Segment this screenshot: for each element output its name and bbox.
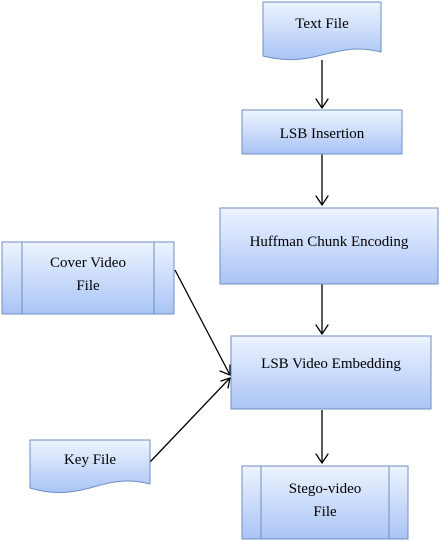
- arrow-cover-video-to-lsb-embedding: [174, 269, 231, 376]
- node-stego-video: Stego-video File: [241, 465, 409, 540]
- node-cover-video-label-line1: Cover Video: [50, 255, 126, 271]
- document-shape: [29, 439, 151, 493]
- node-cover-video: Cover Video File: [1, 241, 175, 315]
- node-key-file: Key File: [29, 439, 151, 493]
- arrow-key-file-to-lsb-embedding: [149, 377, 231, 463]
- process-box: [230, 335, 432, 410]
- process-box: [241, 109, 403, 155]
- node-huffman-label: Huffman Chunk Encoding: [250, 234, 409, 250]
- node-lsb-insertion-label: LSB Insertion: [280, 126, 365, 142]
- node-lsb-embedding-label: LSB Video Embedding: [261, 356, 401, 372]
- node-key-file-label: Key File: [64, 452, 116, 468]
- arrow-lsb-embedding-to-stego-video: [315, 410, 329, 464]
- process-box: [219, 207, 439, 285]
- node-cover-video-label-line2: File: [76, 278, 100, 294]
- arrows: [149, 60, 329, 464]
- node-text-file: Text File: [262, 1, 382, 61]
- node-text-file-label: Text File: [295, 16, 349, 32]
- arrow-lsb-insertion-to-huffman: [315, 154, 329, 206]
- node-lsb-insertion: LSB Insertion: [241, 109, 403, 155]
- node-stego-video-label-line2: File: [313, 504, 337, 520]
- node-stego-video-label-line1: Stego-video: [289, 481, 362, 497]
- node-lsb-embedding: LSB Video Embedding: [230, 335, 432, 410]
- predefined-process-box: [1, 241, 175, 315]
- predefined-process-box: [241, 465, 409, 540]
- arrow-text-file-to-lsb-insertion: [315, 60, 329, 109]
- arrow-huffman-to-lsb-embedding: [315, 284, 329, 335]
- node-huffman: Huffman Chunk Encoding: [219, 207, 439, 285]
- document-shape: [262, 1, 382, 61]
